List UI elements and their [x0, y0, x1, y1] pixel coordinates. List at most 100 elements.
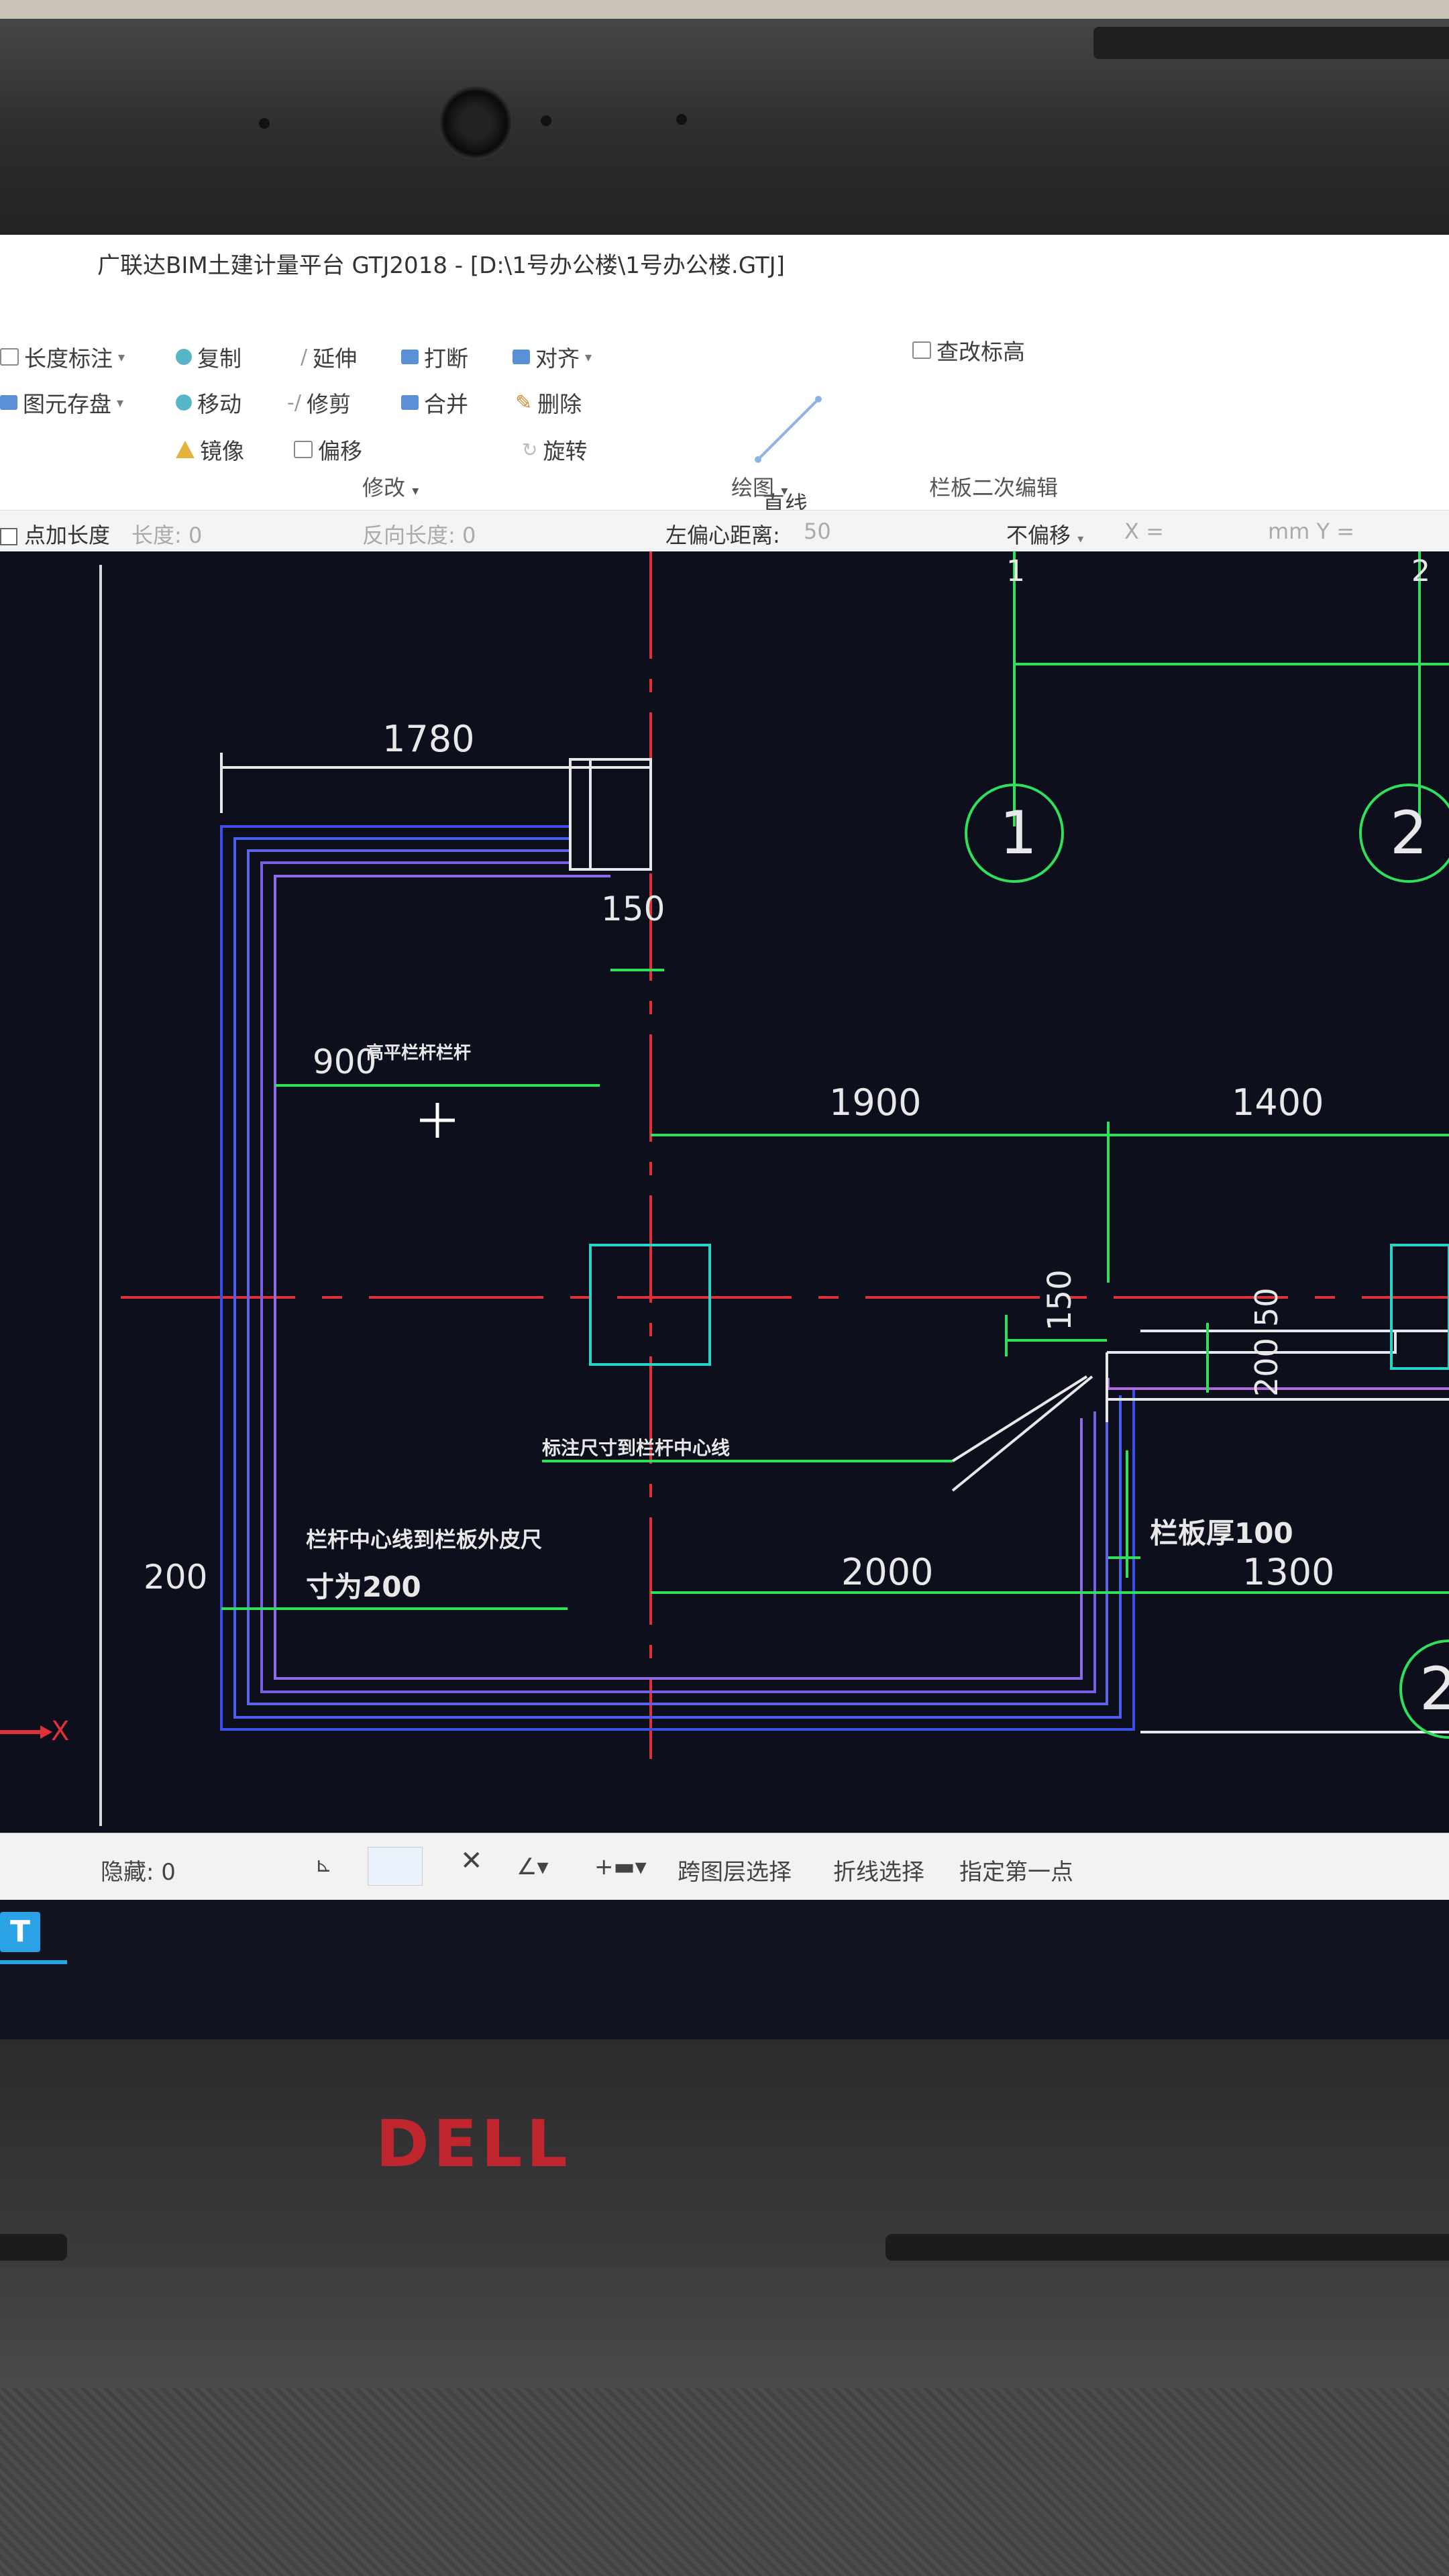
background-wall [0, 0, 1449, 19]
line-tool-icon[interactable] [751, 392, 825, 466]
structure-lines [220, 753, 1449, 1733]
note-dim-to-centerline: 标注尺寸到栏杆中心线 [542, 1437, 730, 1459]
change-elevation-label: 查改标高 [936, 339, 1025, 365]
wall-outline [233, 837, 1122, 1719]
note-board-thickness: 栏板厚100 [1150, 1517, 1293, 1550]
trim-button[interactable]: -/ 修剪 [287, 386, 351, 419]
chevron-down-icon: ▾ [585, 349, 592, 365]
y-coordinate-field[interactable]: mm Y = [1268, 519, 1355, 544]
wall-outline [274, 875, 1083, 1680]
dim-1900: 1900 [829, 1081, 921, 1124]
chevron-down-icon: ▾ [412, 482, 419, 498]
merge-icon [401, 395, 419, 410]
save-element-button[interactable]: 图元存盘 ▾ [0, 386, 123, 419]
add-length-checkbox[interactable]: 点加长度 [0, 519, 110, 549]
x-coordinate-field[interactable]: X = [1124, 519, 1164, 544]
mirror-button[interactable]: 镜像 [176, 433, 244, 466]
axis-bubbles [965, 784, 1449, 1739]
group-modify-label: 修改 [362, 475, 406, 500]
trim-label: 修剪 [306, 391, 351, 417]
ortho-icon[interactable]: ⊾ [315, 1854, 333, 1877]
save-icon [0, 395, 17, 410]
group-draw[interactable]: 绘图 ▾ [731, 471, 788, 502]
hidden-count: 隐藏: 0 [101, 1859, 176, 1886]
dim-1400: 1400 [1232, 1081, 1324, 1124]
move-icon [176, 394, 192, 411]
group-draw-label: 绘图 [731, 475, 775, 500]
offset-mode-select[interactable]: 不偏移 ▾ [1006, 519, 1083, 549]
taskbar-active-indicator [0, 1960, 67, 1964]
eraser-icon: ✎ [515, 390, 533, 415]
chevron-down-icon: ▾ [1077, 532, 1084, 546]
polyline-select[interactable]: 折线选择 [833, 1859, 924, 1886]
cross-layer-select[interactable]: 跨图层选择 [678, 1859, 792, 1886]
status-bar: 隐藏: 0 ⊾ ✕ ∠▾ +▬▾ 跨图层选择 折线选择 指定第一点 [0, 1833, 1449, 1900]
group-railing-edit: 栏板二次编辑 [929, 475, 1059, 500]
ucs-x-indicator: X [0, 1716, 69, 1747]
dim-1300: 1300 [1242, 1551, 1334, 1593]
taskbar-app-icon[interactable]: T [0, 1912, 40, 1952]
chevron-down-icon: ▾ [781, 482, 788, 498]
change-elevation-button[interactable]: 查改标高 [912, 334, 1025, 366]
move-button[interactable]: 移动 [176, 386, 241, 419]
cad-drawing: 1 2 1 2 2 1780 150 900 1900 1400 150 50 … [0, 551, 1449, 1826]
copy-label: 复制 [197, 345, 241, 372]
dim-900: 900 [313, 1042, 376, 1081]
add-length-label: 点加长度 [24, 523, 111, 548]
copy-button[interactable]: 复制 [176, 341, 241, 373]
align-label: 对齐 [535, 345, 580, 372]
align-button[interactable]: 对齐 ▾ [513, 341, 592, 373]
merge-button[interactable]: 合并 [401, 386, 468, 419]
mirror-icon [176, 441, 195, 458]
webcam-icon [439, 86, 513, 160]
chevron-down-icon: ▾ [118, 349, 125, 365]
dimension-icon [0, 348, 19, 366]
length-dimension-button[interactable]: 长度标注 ▾ [0, 341, 125, 373]
dim-150-vertical: 150 [1041, 1269, 1079, 1331]
mirror-label: 镜像 [200, 438, 244, 464]
extend-icon: / [301, 345, 308, 369]
bezel-strip [1093, 27, 1449, 59]
cad-canvas[interactable]: 1 2 1 2 2 1780 150 900 1900 1400 150 50 … [0, 551, 1449, 1833]
command-prompt: 指定第一点 [959, 1859, 1073, 1886]
offset-label: 偏移 [318, 438, 362, 464]
wall-outline [247, 849, 1108, 1705]
sensor-dot [541, 115, 551, 126]
offset-icon [294, 441, 313, 458]
copy-icon [176, 349, 192, 365]
checkbox-box [0, 528, 17, 545]
offset-button[interactable]: 偏移 [294, 433, 362, 466]
group-modify[interactable]: 修改 ▾ [362, 471, 419, 502]
break-label: 打断 [424, 345, 468, 372]
chevron-down-icon: ▾ [117, 394, 124, 411]
delete-button[interactable]: ✎ 删除 [515, 386, 582, 419]
snap-toggle[interactable] [368, 1847, 423, 1886]
dimension-lines [221, 551, 1449, 1610]
length-field[interactable]: 长度: 0 [131, 523, 203, 548]
extend-label: 延伸 [313, 345, 358, 372]
offset-snap-icon[interactable]: +▬▾ [594, 1854, 647, 1880]
column-rect [589, 1244, 711, 1366]
angle-icon[interactable]: ∠▾ [517, 1854, 549, 1880]
trim-icon: -/ [287, 390, 301, 415]
dimension-texts: 1780 150 900 1900 1400 150 50 200 200 20… [144, 718, 1334, 1597]
title-bar: 广联达BIM土建计量平台 GTJ2018 - [D:\1号办公楼\1号办公楼.G… [0, 235, 1449, 315]
reverse-length-field[interactable]: 反向长度: 0 [362, 523, 476, 548]
dim-200: 200 [144, 1558, 207, 1597]
axis-label-small-2: 2 [1411, 554, 1430, 588]
axis-label-2b: 2 [1419, 1654, 1449, 1723]
extend-button[interactable]: / 延伸 [301, 341, 357, 373]
ucs-x-label: X [51, 1716, 69, 1747]
axis-label-small-1: 1 [1006, 554, 1025, 588]
crosshair-cursor [420, 1103, 455, 1138]
save-element-label: 图元存盘 [23, 391, 111, 417]
laptop-bezel-bottom [0, 2039, 1449, 2267]
dim-2000: 2000 [841, 1551, 933, 1593]
cross-icon[interactable]: ✕ [460, 1845, 483, 1876]
rotate-button[interactable]: ↻ 旋转 [522, 433, 587, 466]
left-offset-input[interactable]: 50 [804, 519, 831, 544]
sensor-dot [259, 118, 270, 129]
screen: 广联达BIM土建计量平台 GTJ2018 - [D:\1号办公楼\1号办公楼.G… [0, 235, 1449, 2039]
break-button[interactable]: 打断 [401, 341, 468, 373]
rotate-label: 旋转 [543, 438, 588, 464]
